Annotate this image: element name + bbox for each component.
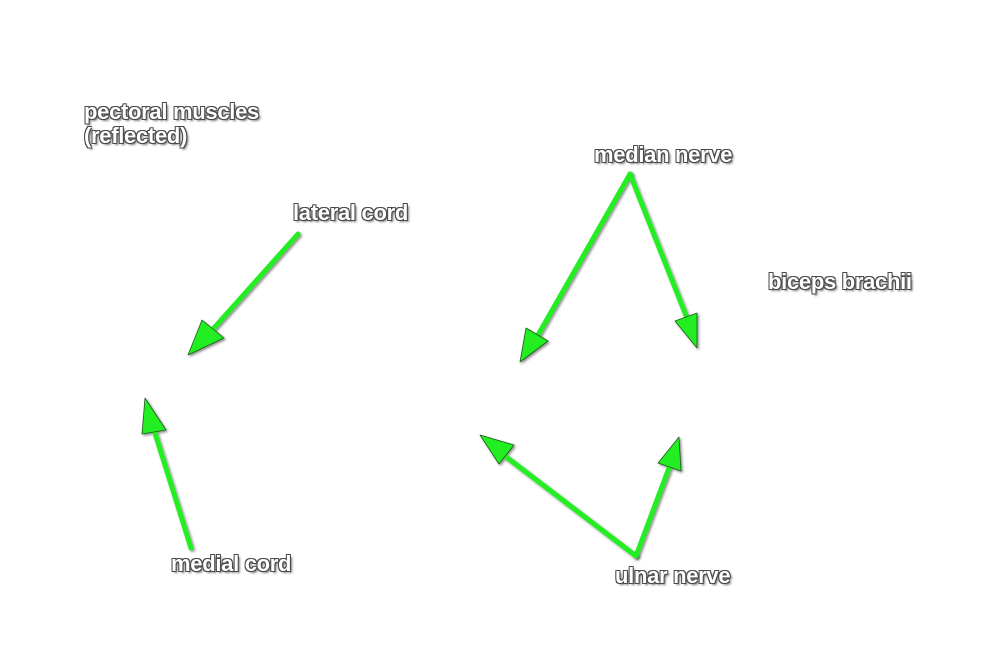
- ulnar-nerve-arrow-left: [479, 434, 639, 559]
- label-pectoral-muscles: pectoral muscles (reflected): [84, 100, 259, 148]
- label-ulnar-nerve: ulnar nerve: [615, 563, 731, 588]
- label-median-nerve: median nerve: [594, 142, 733, 167]
- median-nerve-arrow-right: [627, 171, 698, 349]
- ulnar-nerve-arrow-right: [633, 436, 682, 559]
- label-pectoral-line2: (reflected): [84, 123, 188, 148]
- lateral-cord-arrow: [187, 231, 301, 356]
- median-nerve-arrow-left: [519, 171, 633, 363]
- label-lateral-cord: lateral cord: [293, 200, 409, 225]
- label-pectoral-line1: pectoral muscles: [84, 99, 259, 124]
- label-biceps-brachii: biceps brachii: [768, 269, 912, 294]
- medial-cord-arrow: [141, 397, 194, 551]
- label-medial-cord: medial cord: [171, 551, 292, 576]
